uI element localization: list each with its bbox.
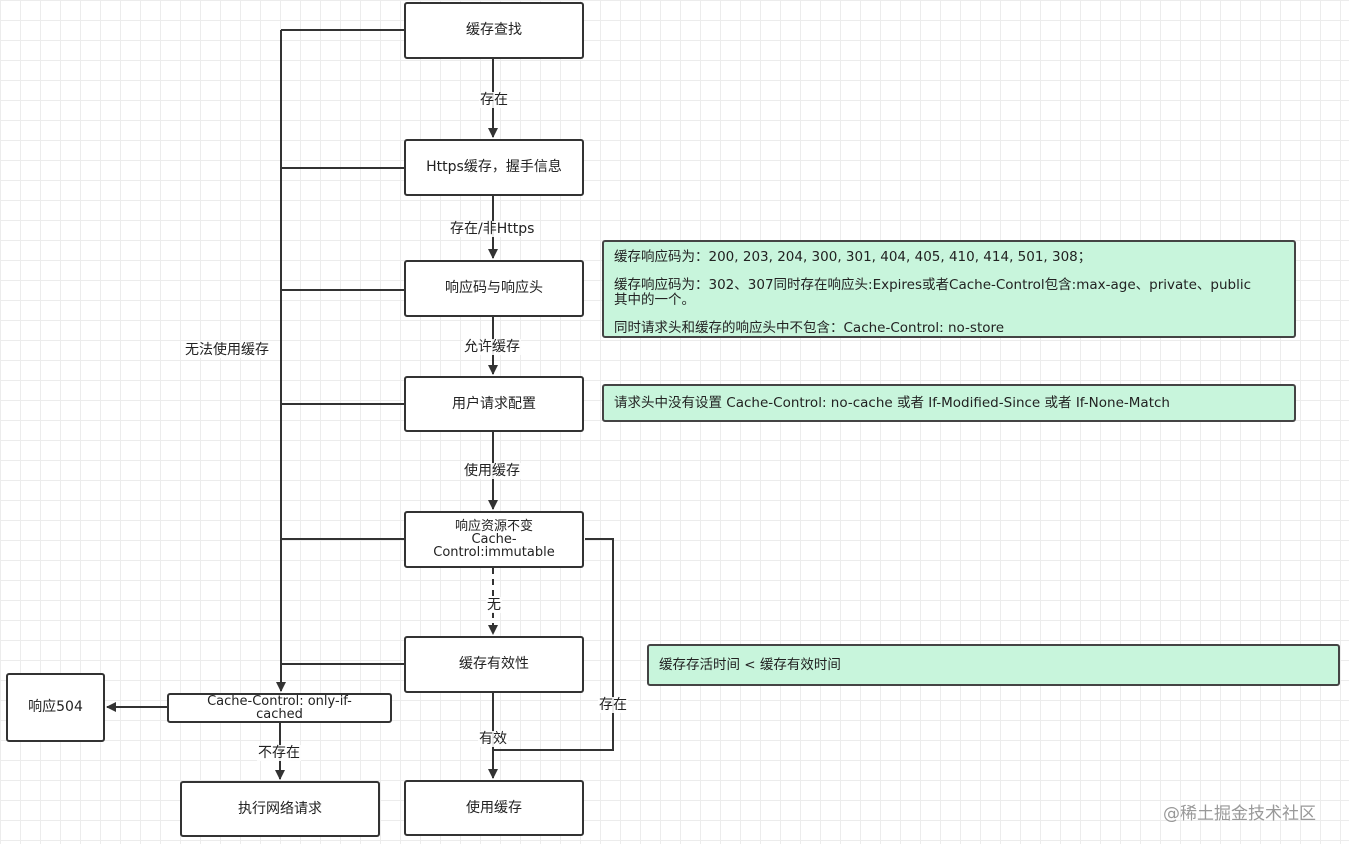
node-status-headers: 响应码与响应头 bbox=[404, 260, 584, 317]
node-cache-lookup: 缓存查找 bbox=[404, 2, 584, 59]
node-use-cache-label: 使用缓存 bbox=[466, 799, 522, 816]
node-status-headers-label: 响应码与响应头 bbox=[445, 280, 543, 296]
note-freshness: 缓存存活时间 < 缓存有效时间 bbox=[647, 644, 1340, 686]
node-only-if-cached-line2: cached bbox=[256, 707, 303, 722]
node-cache-validity-label: 缓存有效性 bbox=[459, 656, 529, 672]
edge-label-valid: 有效 bbox=[478, 731, 508, 747]
edge-label-allow-cache: 允许缓存 bbox=[463, 339, 521, 355]
edge-label-not-exists: 不存在 bbox=[257, 745, 301, 761]
watermark: @稀土掘金技术社区 bbox=[1163, 804, 1316, 824]
note-request-headers: 请求头中没有设置 Cache-Control: no-cache 或者 If-M… bbox=[602, 384, 1296, 422]
edge-label-none: 无 bbox=[486, 597, 502, 613]
node-cache-validity: 缓存有效性 bbox=[404, 636, 584, 693]
node-https-cache: Https缓存，握手信息 bbox=[404, 139, 584, 196]
node-immutable-line2: Cache- bbox=[471, 532, 517, 547]
node-user-request-config-label: 用户请求配置 bbox=[452, 395, 536, 412]
node-immutable-line1: 响应资源不变 bbox=[454, 519, 533, 534]
note-status-codes-line1: 缓存响应码为：200, 203, 204, 300, 301, 404, 405… bbox=[614, 249, 1092, 265]
node-response-504-label: 响应504 bbox=[28, 699, 83, 715]
edge-label-exists-non-https: 存在/非Https bbox=[449, 221, 536, 237]
node-response-504: 响应504 bbox=[6, 673, 105, 742]
node-only-if-cached: Cache-Control: only-if- cached bbox=[167, 693, 392, 723]
node-network-request: 执行网络请求 bbox=[180, 781, 380, 837]
edge-label-cannot-use-cache: 无法使用缓存 bbox=[184, 342, 270, 358]
edge-label-use-cache: 使用缓存 bbox=[463, 463, 521, 479]
note-status-codes-line3: 其中的一个。 bbox=[614, 292, 695, 308]
note-status-codes: 缓存响应码为：200, 203, 204, 300, 301, 404, 405… bbox=[602, 240, 1296, 338]
node-immutable: 响应资源不变 Cache- Control:immutable bbox=[404, 511, 584, 568]
note-status-codes-line2: 缓存响应码为：302、307同时存在响应头:Expires或者Cache-Con… bbox=[614, 277, 1251, 293]
node-only-if-cached-line1: Cache-Control: only-if- bbox=[207, 694, 352, 709]
node-cache-lookup-label: 缓存查找 bbox=[466, 22, 522, 38]
node-https-cache-label: Https缓存，握手信息 bbox=[426, 159, 562, 175]
node-use-cache: 使用缓存 bbox=[404, 780, 584, 836]
node-immutable-line3: Control:immutable bbox=[433, 545, 555, 560]
note-status-codes-line4: 同时请求头和缓存的响应头中不包含：Cache-Control: no-store bbox=[614, 320, 1005, 336]
node-network-request-label: 执行网络请求 bbox=[238, 800, 322, 817]
note-freshness-text: 缓存存活时间 < 缓存有效时间 bbox=[659, 656, 841, 673]
edge-label-exists-right: 存在 bbox=[598, 697, 628, 713]
node-user-request-config: 用户请求配置 bbox=[404, 376, 584, 432]
note-request-headers-text: 请求头中没有设置 Cache-Control: no-cache 或者 If-M… bbox=[614, 394, 1170, 411]
edge-label-exists: 存在 bbox=[479, 92, 509, 108]
